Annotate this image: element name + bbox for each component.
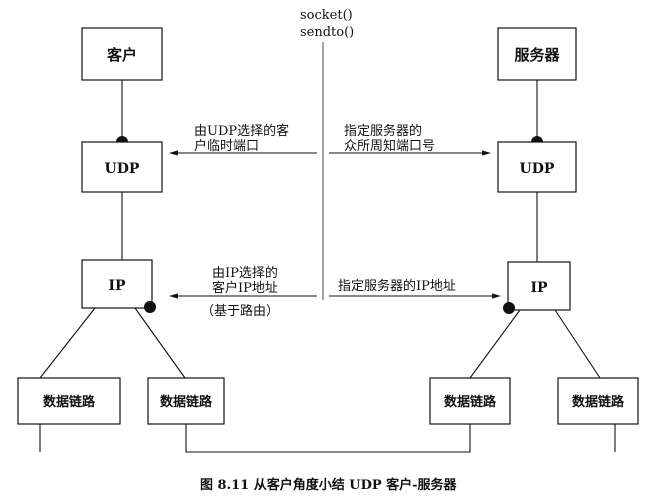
client-label: 客户 [106, 46, 137, 64]
server-box [497, 27, 577, 81]
client-ip-note-line1: 由IP选择的 [212, 265, 278, 281]
client-ip-box [81, 259, 153, 309]
server-ip-address-dot [503, 302, 515, 314]
client-ip-address-dot [144, 301, 156, 313]
server-datalink1-box [429, 377, 511, 425]
figure-caption: 图 8.11 从客户角度小结 UDP 客户-服务器 [200, 477, 458, 493]
client-datalink2-box [147, 377, 225, 425]
server-ip-datalink2-link [554, 309, 601, 379]
client-datalink1-box [17, 377, 121, 425]
server-ip-box [507, 261, 571, 311]
server-port-note-line2: 众所周知端口号 [344, 138, 435, 154]
server-datalink2-box [557, 377, 639, 425]
server-ip-datalink1-link [469, 309, 521, 379]
client-udp-label: UDP [105, 161, 140, 177]
network-link [185, 424, 471, 453]
server-datalink2-label: 数据链路 [572, 394, 625, 410]
sendto-call-label: sendto() [300, 25, 354, 40]
client-ip-label: IP [108, 278, 126, 294]
server-datalink1-label: 数据链路 [444, 394, 497, 410]
server-label: 服务器 [514, 46, 560, 64]
server-udp-label: UDP [520, 161, 555, 177]
client-ip-datalink1-link [39, 307, 96, 379]
client-port-note-line1: 由UDP选择的客 [194, 123, 289, 139]
client-ip-route-note: （基于路由） [201, 303, 279, 319]
client-udp-box [81, 141, 163, 193]
server-port-note-line1: 指定服务器的 [344, 123, 422, 139]
server-udp-box [497, 141, 577, 193]
client-datalink2-label: 数据链路 [160, 394, 213, 410]
server-ip-label: IP [530, 280, 548, 296]
client-ip-datalink2-link [134, 307, 186, 379]
client-port-note-line2: 户临时端口 [194, 138, 259, 154]
client-datalink1-label: 数据链路 [43, 394, 96, 410]
socket-call-label: socket() [300, 8, 353, 23]
server-ip-note: 指定服务器的IP地址 [338, 278, 456, 294]
client-ip-note-line2: 客户IP地址 [212, 280, 278, 296]
